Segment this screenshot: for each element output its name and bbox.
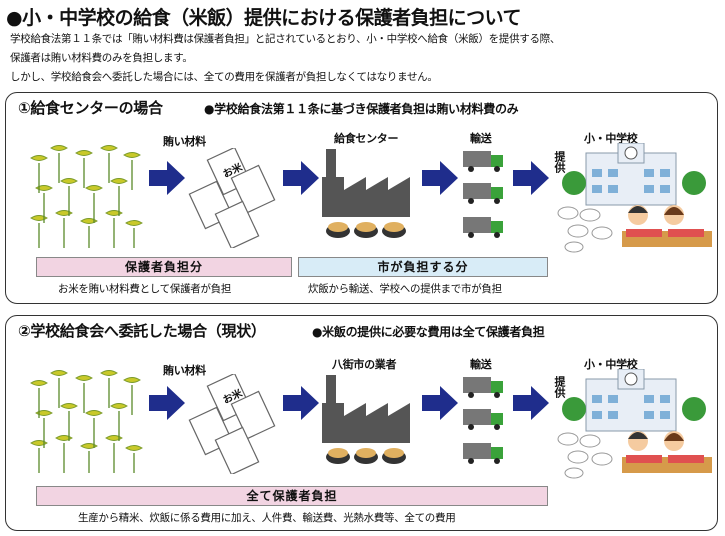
arrow-right-icon xyxy=(422,386,458,420)
caption-city-share: 炊飯から輸送、学校への提供まで市が負担 xyxy=(308,283,502,295)
label-vendor: 八街市の業者 xyxy=(332,358,397,371)
truck-icon xyxy=(463,377,503,464)
arrow-right-icon xyxy=(283,161,319,195)
label-provide: 提供 xyxy=(553,151,566,173)
panel-kitchen-center: ①給食センターの場合 ●学校給食法第１１条に基づき保護者負担は賄い材料費のみ 賄… xyxy=(5,92,718,304)
rice-plant-icon xyxy=(30,370,143,473)
rice-plant-icon xyxy=(30,145,143,248)
panel1-note: ●学校給食法第１１条に基づき保護者負担は賄い材料費のみ xyxy=(204,102,519,116)
label-transport: 輸送 xyxy=(470,132,492,145)
label-materials: 賄い材料 xyxy=(163,135,206,148)
label-school: 小・中学校 xyxy=(584,132,638,145)
panel2-note: ●米飯の提供に必要な費用は全て保護者負担 xyxy=(312,325,545,339)
bar-all-parent: 全て保護者負担 xyxy=(36,486,548,506)
panel2-title: ②学校給食会へ委託した場合（現状） xyxy=(18,322,266,340)
label-school: 小・中学校 xyxy=(584,358,638,371)
page-title: ●小・中学校の給食（米飯）提供における保護者負担について xyxy=(6,7,522,29)
label-provide: 提供 xyxy=(553,376,566,398)
intro-line-3: しかし、学校給食会へ委託した場合には、全ての費用を保護者が負担しなくてはなりませ… xyxy=(10,71,438,83)
caption-all-parent: 生産から精米、炊飯に係る費用に加え、人件費、輸送費、光熱水費等、全ての費用 xyxy=(78,512,456,524)
label-transport: 輸送 xyxy=(470,358,492,371)
intro-line-2: 保護者は賄い材料費のみを負担します。 xyxy=(10,52,193,64)
label-materials: 賄い材料 xyxy=(163,364,206,377)
label-center: 給食センター xyxy=(334,132,399,145)
school-icon xyxy=(557,143,712,253)
factory-icon xyxy=(322,375,410,464)
rice-bags-icon: お米 xyxy=(186,146,276,250)
intro-line-1: 学校給食法第１１条では「賄い材料費は保護者負担」と記されているとおり、小・中学校… xyxy=(10,33,561,45)
arrow-right-icon xyxy=(513,161,549,195)
arrow-right-icon xyxy=(149,386,185,420)
bar-parent-share: 保護者負担分 xyxy=(36,257,292,277)
arrow-right-icon xyxy=(513,386,549,420)
truck-icon xyxy=(463,151,503,238)
panel-school-lunch-assoc: ②学校給食会へ委託した場合（現状） ●米飯の提供に必要な費用は全て保護者負担 賄… xyxy=(5,315,718,531)
arrow-right-icon xyxy=(422,161,458,195)
arrow-right-icon xyxy=(283,386,319,420)
arrow-right-icon xyxy=(149,161,185,195)
caption-parent-share: お米を賄い材料費として保護者が負担 xyxy=(58,283,232,295)
factory-icon xyxy=(322,149,410,238)
panel1-title: ①給食センターの場合 xyxy=(18,99,163,117)
school-icon xyxy=(557,369,712,479)
bar-city-share: 市が負担する分 xyxy=(298,257,548,277)
rice-bags-icon: お米 xyxy=(186,372,276,476)
